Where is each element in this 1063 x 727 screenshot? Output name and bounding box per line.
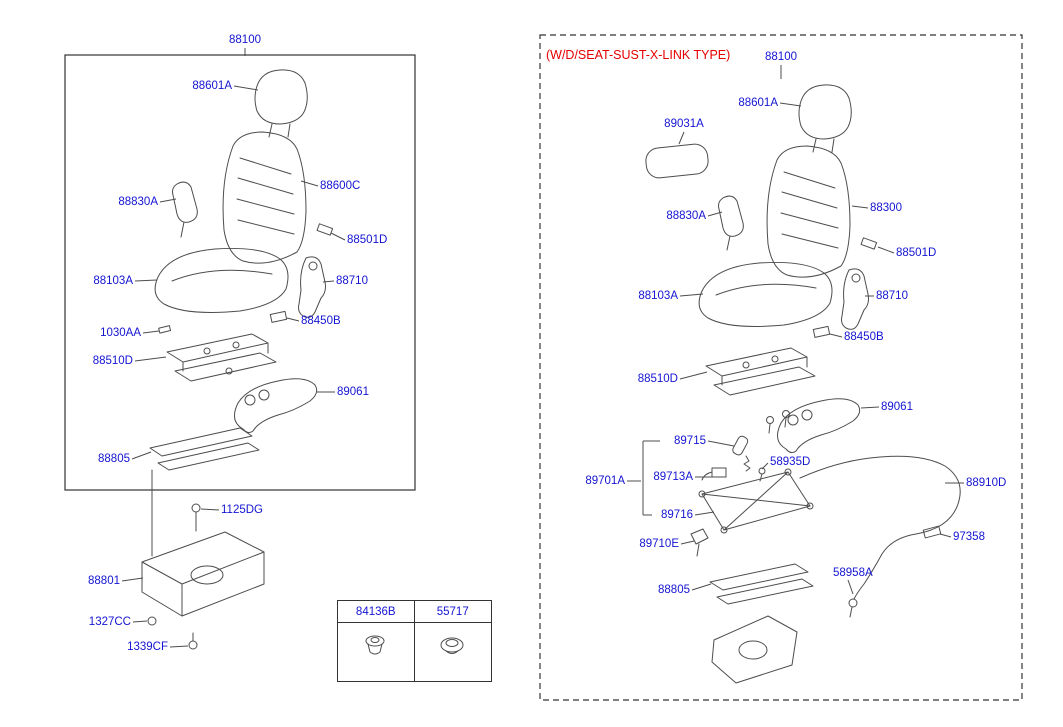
part-label-88910D: 88910D (966, 477, 1007, 489)
part-label-1327CC: 1327CC (88, 616, 131, 628)
part-label-88805: 88805 (658, 584, 690, 596)
part-label-88710: 88710 (876, 290, 908, 302)
left-panel-box (64, 54, 416, 491)
part-label-88100: 88100 (229, 34, 261, 46)
part-label-89061: 89061 (337, 386, 369, 398)
part-label-97358: 97358 (953, 531, 985, 543)
part-label-88450B: 88450B (844, 331, 884, 343)
part-label-88501D: 88501D (347, 234, 388, 246)
part-label-88100: 88100 (765, 51, 797, 63)
part-label-89710E: 89710E (639, 538, 679, 550)
left-seat-art (141, 69, 334, 650)
part-label-88300: 88300 (870, 202, 902, 214)
part-label-89715: 89715 (674, 435, 706, 447)
part-label-88103A: 88103A (93, 275, 133, 287)
part-label-58935D: 58935D (770, 456, 811, 468)
part-label-88600C: 88600C (320, 180, 361, 192)
part-label-1030AA: 1030AA (100, 327, 141, 339)
leader-lines (121, 48, 964, 648)
fastener-table-header-2: 55717 (414, 601, 491, 623)
part-label-88501D: 88501D (896, 247, 937, 259)
part-label-88710: 88710 (336, 275, 368, 287)
part-label-88510D: 88510D (92, 355, 133, 367)
part-label-88601A: 88601A (192, 80, 232, 92)
part-label-89031A: 89031A (664, 118, 704, 130)
part-label-89713A: 89713A (653, 471, 693, 483)
fastener-part-icons (365, 635, 464, 655)
part-label-89716: 89716 (661, 509, 693, 521)
fastener-table-cell-1 (338, 623, 415, 681)
part-label-58958A: 58958A (833, 567, 873, 579)
part-label-1125DG: 1125DG (221, 504, 263, 516)
fastener-table-header-1: 84136B (338, 601, 415, 623)
screw-grommet-icon (365, 635, 385, 655)
right-seat-art (645, 84, 961, 684)
fastener-table: 84136B 55717 (337, 600, 492, 682)
part-label-88510D: 88510D (637, 373, 678, 385)
part-label-88805: 88805 (98, 453, 130, 465)
part-label-1339CF: 1339CF (127, 641, 168, 653)
part-label-89701A: 89701A (585, 475, 625, 487)
part-label-88601A: 88601A (738, 97, 778, 109)
part-label-89061: 89061 (881, 401, 913, 413)
part-label-88801: 88801 (88, 575, 120, 587)
part-label-88103A: 88103A (638, 290, 678, 302)
part-label-88830A: 88830A (666, 210, 706, 222)
part-label-88830A: 88830A (118, 196, 158, 208)
part-label-88450B: 88450B (301, 315, 341, 327)
right-panel-title: (W/D/SEAT-SUST-X-LINK TYPE) (546, 48, 731, 62)
push-clip-icon (440, 637, 464, 654)
fastener-table-cell-2 (415, 623, 492, 681)
right-panel-box (539, 34, 1023, 701)
